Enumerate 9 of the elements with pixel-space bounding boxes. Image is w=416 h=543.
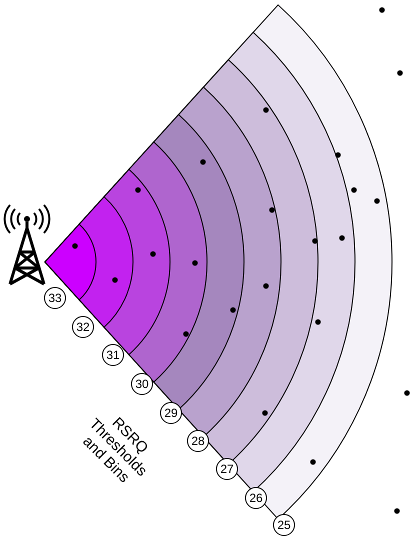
bin-number-circle: 27	[216, 458, 238, 480]
bin-number-circle: 25	[273, 514, 295, 536]
bin-number-circle: 32	[72, 316, 94, 338]
bin-number-circle: 29	[160, 402, 182, 424]
bin-number-circle: 26	[245, 487, 267, 509]
bin-number-circle: 33	[44, 287, 66, 309]
bin-number-circle: 30	[131, 373, 153, 395]
bin-number-circle: 31	[102, 344, 124, 366]
bin-number-circle: 28	[187, 430, 209, 452]
